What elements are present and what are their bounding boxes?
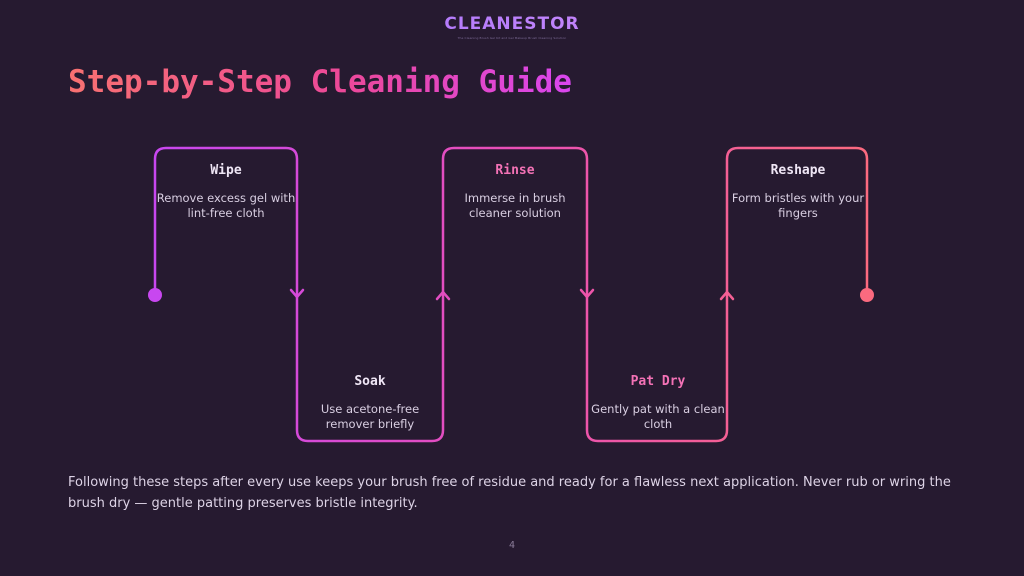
step-description: Use acetone-free remover briefly (320, 402, 420, 431)
step-description: Immerse in brush cleaner solution (464, 191, 566, 220)
arrow-up-icon (435, 290, 451, 301)
arrow-down-icon (579, 288, 595, 299)
step-reshape: Reshape Form bristles with your fingers (728, 163, 868, 221)
step-pat-dry: Pat Dry Gently pat with a clean cloth (588, 374, 728, 432)
step-title: Reshape (770, 163, 826, 178)
arrow-up-icon (719, 290, 735, 301)
step-wipe: Wipe Remove excess gel with lint-free cl… (156, 163, 296, 221)
arrow-down-icon (289, 288, 305, 299)
brand-name: CLEANESTOR (0, 14, 1024, 34)
step-description: Gently pat with a clean cloth (591, 402, 725, 431)
step-title: Rinse (495, 163, 535, 178)
step-rinse: Rinse Immerse in brush cleaner solution (445, 163, 585, 221)
page-title: Step-by-Step Cleaning Guide (68, 64, 572, 100)
step-soak: Soak Use acetone-free remover briefly (300, 374, 440, 432)
flow-path (153, 146, 869, 443)
step-description: Remove excess gel with lint-free cloth (156, 191, 296, 220)
brand-logo: CLEANESTOR The Cleaning Brush Gel Kit an… (0, 14, 1024, 40)
end-dot-icon (860, 288, 874, 302)
step-description: Form bristles with your fingers (731, 191, 865, 220)
page-number: 4 (508, 540, 516, 551)
step-title: Wipe (210, 163, 242, 178)
brand-tagline: The Cleaning Brush Gel Kit and Gel Makeu… (457, 36, 567, 40)
step-title: Pat Dry (630, 374, 686, 389)
step-title: Soak (354, 374, 386, 389)
start-dot-icon (148, 288, 162, 302)
footer-note: Following these steps after every use ke… (68, 475, 951, 511)
